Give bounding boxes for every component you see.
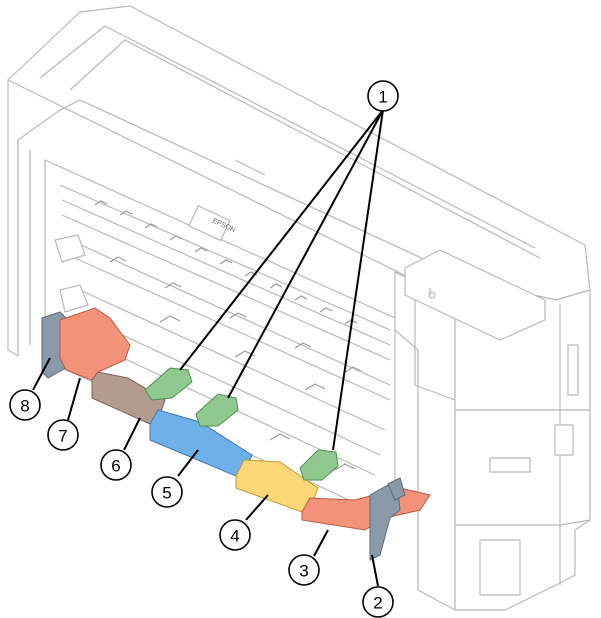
- part-1-green-tab-left[interactable]: [144, 367, 193, 401]
- callout-label-5: 5: [162, 484, 171, 503]
- callout-label-3: 3: [299, 562, 308, 581]
- callout-7: 7: [47, 419, 79, 451]
- callout-label-1: 1: [378, 88, 387, 107]
- part-1-green-tab-right[interactable]: [299, 449, 339, 481]
- part-7-left-corner-piece[interactable]: [59, 307, 131, 381]
- callout-5: 5: [151, 476, 183, 508]
- callout-circle-6: [100, 449, 132, 481]
- callout-circle-5: [151, 476, 183, 508]
- callout-3: 3: [288, 554, 320, 586]
- part-1-green-tab-middle[interactable]: [195, 393, 239, 427]
- leader-2: [371, 554, 379, 587]
- callout-label-2: 2: [373, 594, 382, 613]
- callout-label-7: 7: [58, 427, 67, 446]
- callout-1: 1: [367, 80, 399, 112]
- leader-1b: [227, 109, 384, 399]
- leader-8: [32, 357, 51, 391]
- leader-6: [123, 417, 141, 451]
- callout-circle-8: [9, 389, 41, 421]
- callout-label-6: 6: [111, 457, 120, 476]
- callout-2: 2: [362, 586, 394, 618]
- leader-5: [177, 449, 199, 477]
- callout-circle-2: [362, 586, 394, 618]
- leader-1a: [179, 109, 384, 371]
- callout-circle-1: [367, 80, 399, 112]
- callout-label-8: 8: [20, 397, 29, 416]
- callout-circle-4: [219, 519, 251, 551]
- callout-label-4: 4: [230, 527, 239, 546]
- leader-7: [67, 377, 81, 421]
- colored-parts: [41, 307, 431, 561]
- part-6-brown-segment[interactable]: [91, 371, 166, 425]
- part-2-top-tab: [387, 477, 406, 501]
- callouts: 1 2 3 4 5 6 7 8: [9, 80, 399, 618]
- callout-6: 6: [100, 449, 132, 481]
- leader-1c: [332, 109, 384, 451]
- callout-4: 4: [219, 519, 251, 551]
- leader-4: [245, 494, 269, 521]
- callout-circle-3: [288, 554, 320, 586]
- leader-lines: [32, 109, 384, 587]
- printer-body: [7, 5, 591, 611]
- callout-circle-7: [47, 419, 79, 451]
- printer-interior: EPSON: [44, 159, 396, 506]
- callout-8: 8: [9, 389, 41, 421]
- leader-3: [313, 529, 329, 557]
